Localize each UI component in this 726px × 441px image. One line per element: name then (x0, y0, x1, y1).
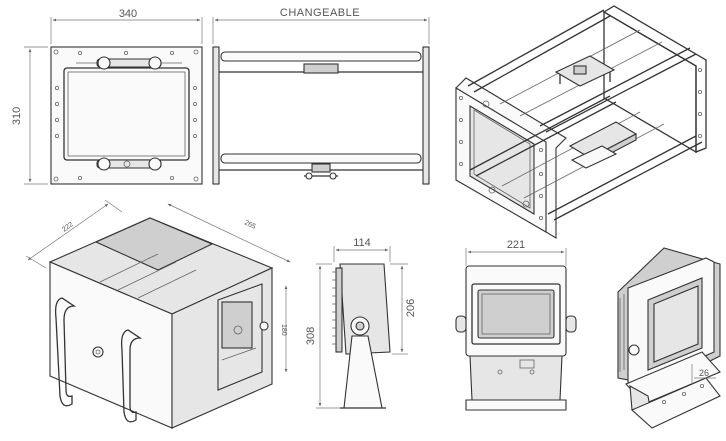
dimension-box-right-depth: 265 (243, 219, 257, 230)
frame-front-view: 340 310 (11, 8, 203, 185)
frame-side-view: CHANGEABLE (212, 7, 430, 185)
dimension-side-depth: 114 (353, 237, 371, 249)
dimension-frame-length: CHANGEABLE (280, 7, 360, 19)
enclosure-isometric-view: 222 265 180 (25, 199, 291, 429)
enclosure-wall-isometric-view: 26 (617, 247, 721, 429)
dimension-perspective-small: 26 (699, 368, 709, 378)
dimension-front-width: 221 (507, 239, 525, 251)
dimension-frame-height: 310 (11, 107, 23, 125)
side-profile-view: 114 308 206 (305, 237, 417, 409)
dimension-frame-width: 340 (119, 8, 137, 20)
dimension-side-body-height: 206 (405, 299, 417, 317)
dimension-box-height: 180 (280, 324, 287, 336)
dimension-side-total-height: 308 (305, 327, 317, 345)
frame-isometric-view (455, 5, 707, 239)
front-screen-view: 221 (455, 239, 577, 411)
